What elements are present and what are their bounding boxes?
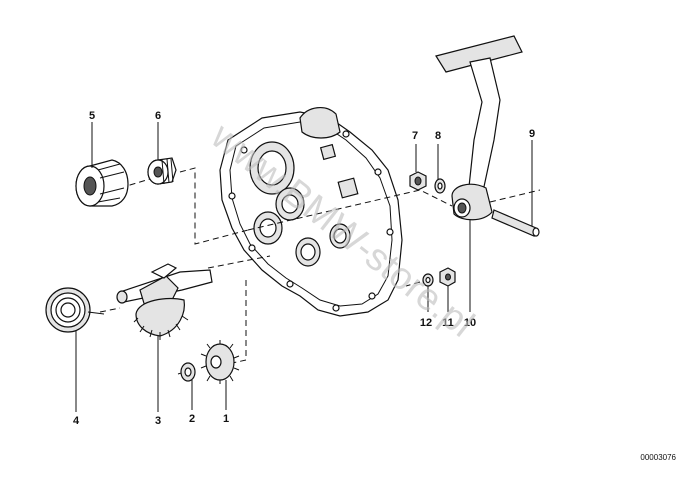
callout-7: 7 — [412, 130, 418, 142]
callout-10: 10 — [464, 317, 476, 329]
part-3-kickstart-shaft — [116, 263, 213, 340]
callout-11: 11 — [442, 317, 454, 329]
callout-6: 6 — [155, 110, 161, 122]
part-7-nut — [409, 171, 427, 191]
reference-number: 00003076 — [640, 453, 676, 462]
kickstart-lever — [435, 35, 523, 221]
part-4-coil-spring — [45, 287, 105, 333]
part-5-splined-sleeve — [75, 159, 129, 207]
callout-2: 2 — [189, 413, 195, 425]
callouts: 5 6 7 8 9 4 3 2 1 12 11 10 — [73, 110, 535, 427]
callout-12: 12 — [420, 317, 432, 329]
callout-4: 4 — [73, 415, 80, 427]
part-8-washer — [434, 178, 446, 194]
gearbox-cover — [219, 107, 403, 317]
part-1-gear — [200, 340, 240, 384]
part-9-pin — [491, 209, 540, 237]
part-11-nut — [439, 267, 456, 287]
leader-lines — [75, 122, 533, 412]
part-2-washer — [180, 362, 196, 382]
callout-9: 9 — [529, 128, 535, 140]
callout-5: 5 — [89, 110, 95, 122]
part-6-spring-bush — [147, 157, 177, 185]
callout-3: 3 — [155, 415, 161, 427]
callout-8: 8 — [435, 130, 441, 142]
callout-1: 1 — [223, 413, 229, 425]
